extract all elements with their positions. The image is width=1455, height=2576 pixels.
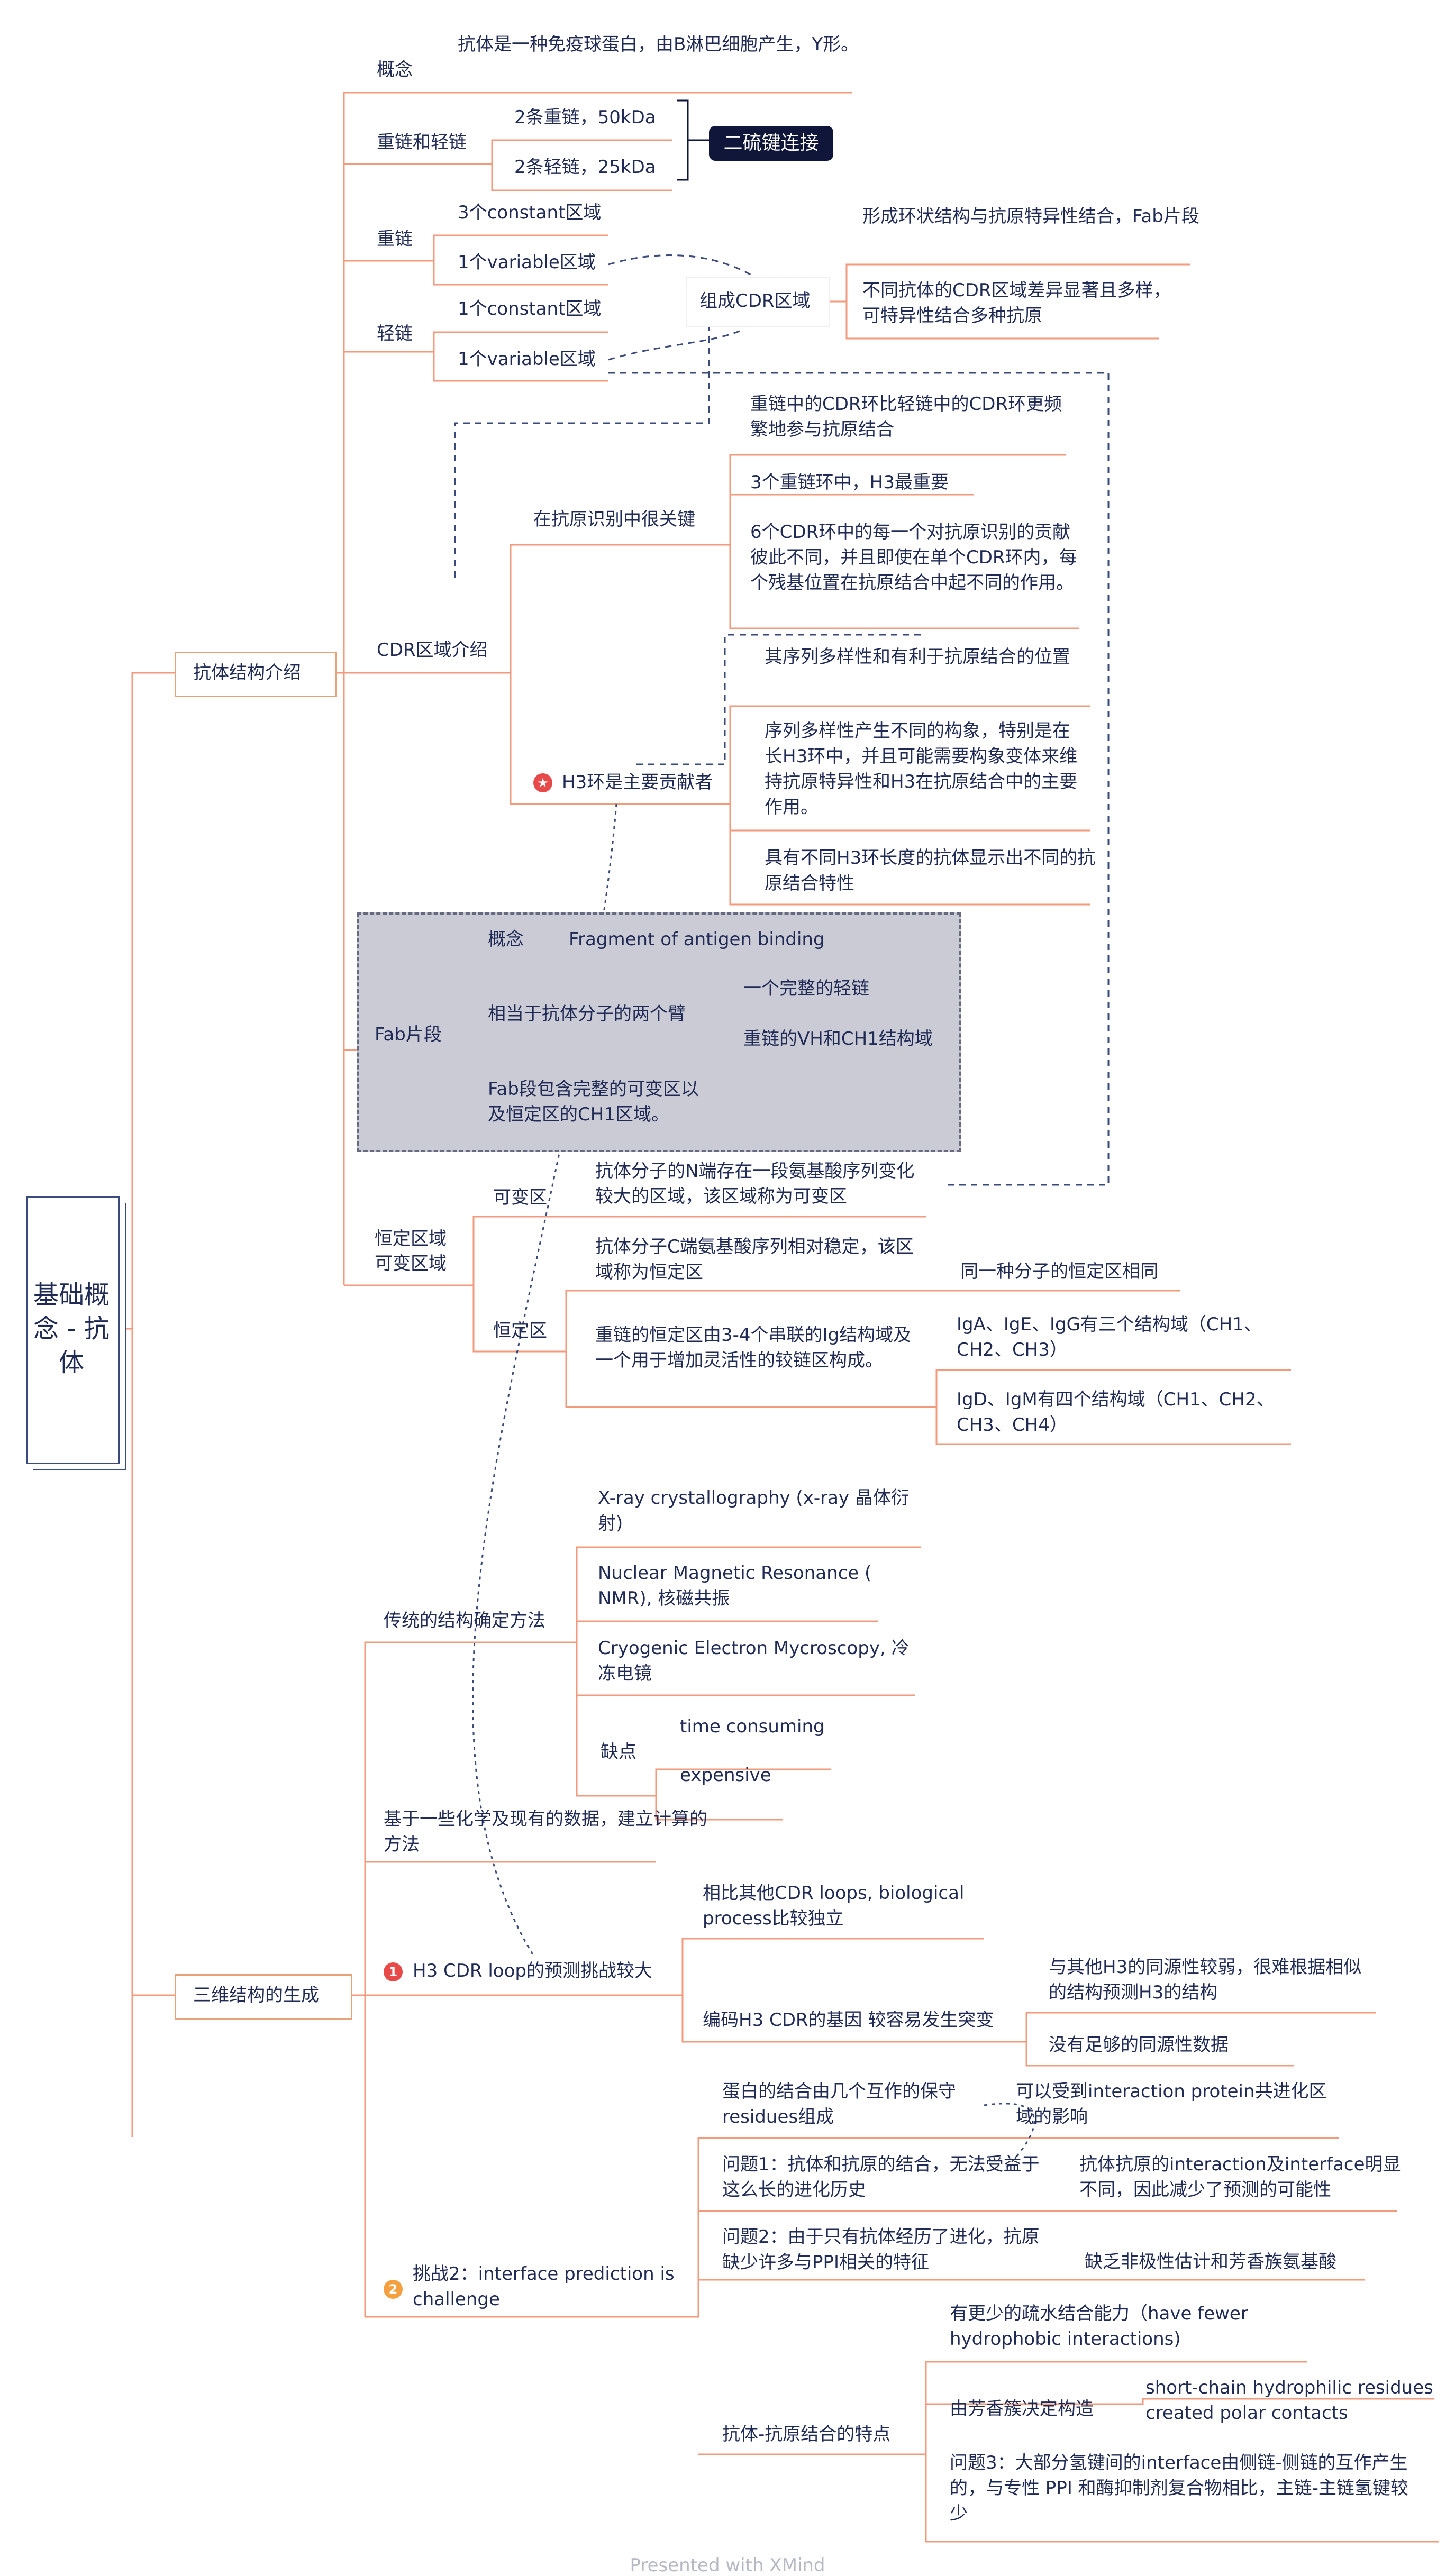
fab-contains[interactable]: Fab段包含完整的可变区以及恒定区的CH1区域。 [488, 1079, 699, 1125]
constant-region-t1-child[interactable]: 同一种分子的恒定区相同 [960, 1261, 1158, 1282]
h3-challenge-label[interactable]: H3 CDR loop的预测挑战较大 [413, 1960, 652, 1981]
root-node[interactable]: 基础概念 - 抗体 [26, 1196, 116, 1461]
traditional-label[interactable]: 传统的结构确定方法 [384, 1610, 545, 1631]
cons-time[interactable]: time consuming [680, 1716, 825, 1737]
h3-item-3[interactable]: 具有不同H3环长度的抗体显示出不同的抗原结合特性 [765, 847, 1096, 894]
root-title: 基础概念 - 抗体 [33, 1280, 110, 1377]
light-constant[interactable]: 1个constant区域 [458, 298, 602, 319]
root-node-frame [26, 1196, 120, 1464]
method-cryoem[interactable]: Cryogenic Electron Mycroscopy, 冷冻电镜 [598, 1638, 910, 1684]
h3-challenge-c2[interactable]: 编码H3 CDR的基因 较容易发生突变 [703, 2009, 994, 2031]
h3-c2-nodata[interactable]: 没有足够的同源性数据 [1049, 2034, 1229, 2056]
h3-challenge-c1[interactable]: 相比其他CDR loops, biological process比较独立 [703, 1883, 965, 1929]
h3-contributor-label[interactable]: H3环是主要贡献者 [562, 772, 713, 793]
cdr-key-item-2[interactable]: 3个重链环中，H3最重要 [750, 472, 949, 493]
h3-item-2[interactable]: 序列多样性产生不同的构象，特别是在长H3环中，并且可能需要构象变体来维持抗原特异… [765, 720, 1078, 818]
ch2-q2-child[interactable]: 缺乏非极性估计和芳香族氨基酸 [1085, 2251, 1336, 2272]
cdr-form-box[interactable] [686, 277, 830, 327]
cdr-intro-label[interactable]: CDR区域介绍 [377, 640, 488, 661]
h3-item-1[interactable]: 其序列多样性和有利于抗原结合的位置 [765, 646, 1070, 668]
star-icon: ★ [533, 773, 552, 792]
cdr-form-ring[interactable]: 形成环状结构与抗原特异性结合，Fab片段 [862, 206, 1199, 227]
ch2-q1[interactable]: 问题1：抗体和抗原的结合，无法受益于这么长的进化历史 [722, 2154, 1040, 2200]
chains-label[interactable]: 重链和轻链 [377, 132, 467, 153]
chem-method[interactable]: 基于一些化学及现有的数据，建立计算的方法 [384, 1808, 707, 1855]
ch2-q1-child[interactable]: 抗体抗原的interaction及interface明显不同，因此减少了预测的可… [1079, 2154, 1401, 2200]
fab-arms-label[interactable]: 相当于抗体分子的两个臂 [488, 1003, 686, 1025]
fab-concept-text[interactable]: Fragment of antigen binding [569, 929, 825, 950]
branch-structure-label: 抗体结构介绍 [193, 662, 301, 683]
branch-structure-box[interactable] [175, 652, 337, 697]
regions-label-2[interactable]: 可变区域 [375, 1253, 447, 1274]
constant-region-ig4[interactable]: IgD、IgM有四个结构域（CH1、CH2、CH3、CH4） [957, 1389, 1275, 1436]
cons-label[interactable]: 缺点 [601, 1741, 636, 1762]
fab-arms-heavy[interactable]: 重链的VH和CH1结构域 [743, 1028, 933, 1049]
feat-f2[interactable]: 由芳香簇决定构造 [950, 2398, 1094, 2419]
cdr-key-item-1[interactable]: 重链中的CDR环比轻链中的CDR环更频繁地参与抗原结合 [750, 394, 1062, 440]
disulfide-tag[interactable]: 二硫键连接 [709, 126, 833, 161]
branch-3d-label: 三维结构的生成 [193, 1985, 319, 2006]
chains-light[interactable]: 2条轻链，25kDa [514, 157, 656, 178]
feat-f1[interactable]: 有更少的疏水结合能力（have fewer hydrophobic intera… [950, 2303, 1248, 2350]
cdr-form-label: 组成CDR区域 [699, 290, 811, 312]
method-xray[interactable]: X-ray crystallography (x-ray 晶体衍射) [598, 1487, 909, 1534]
cdr-key-item-3[interactable]: 6个CDR环中的每一个对抗原识别的贡献彼此不同，并且即使在单个CDR环内，每个残… [750, 522, 1077, 593]
challenge2-label[interactable]: 挑战2：interface prediction is challenge [413, 2263, 675, 2310]
constant-region-t2[interactable]: 重链的恒定区由3-4个串联的Ig结构域及一个用于增加灵活性的铰链区构成。 [595, 1324, 912, 1371]
branch-3d-box[interactable] [175, 1974, 352, 2020]
chains-heavy[interactable]: 2条重链，50kDa [514, 107, 656, 128]
heavy-constant[interactable]: 3个constant区域 [458, 202, 602, 223]
cdr-form-diff[interactable]: 不同抗体的CDR区域差异显著且多样，可特异性结合多种抗原 [862, 280, 1171, 326]
feat-label[interactable]: 抗体-抗原结合的特点 [722, 2424, 891, 2445]
constant-region-ig3[interactable]: IgA、IgE、IgG有三个结构域（CH1、CH2、CH3） [957, 1314, 1262, 1360]
badge-1-icon: 1 [384, 1962, 403, 1981]
ch2-a-child[interactable]: 可以受到interaction protein共进化区域的影响 [1016, 2081, 1327, 2127]
heavy-label[interactable]: 重链 [377, 229, 413, 250]
regions-label-1[interactable]: 恒定区域 [375, 1228, 447, 1249]
constant-region-label[interactable]: 恒定区 [493, 1320, 547, 1341]
cons-expensive[interactable]: expensive [680, 1765, 771, 1786]
variable-region-label[interactable]: 可变区 [493, 1187, 547, 1208]
h3-c2-homology[interactable]: 与其他H3的同源性较弱，很难根据相似的结构预测H3的结构 [1049, 1957, 1362, 2003]
footer-credit: Presented with XMind [630, 2555, 825, 2576]
feat-f3[interactable]: 问题3：大部分氢键间的interface由侧链-侧链的互作产生的，与专性 PPI… [950, 2452, 1408, 2524]
fab-concept-label[interactable]: 概念 [488, 929, 524, 950]
method-nmr[interactable]: Nuclear Magnetic Resonance ( NMR), 核磁共振 [598, 1563, 872, 1609]
heavy-variable[interactable]: 1个variable区域 [458, 252, 596, 273]
concept-text[interactable]: 抗体是一种免疫球蛋白，由B淋巴细胞产生，Y形。 [458, 34, 859, 55]
variable-region-text[interactable]: 抗体分子的N端存在一段氨基酸序列变化较大的区域，该区域称为可变区 [595, 1161, 915, 1207]
ch2-a[interactable]: 蛋白的结合由几个互作的保守residues组成 [722, 2081, 956, 2127]
fab-arms-light[interactable]: 一个完整的轻链 [743, 978, 869, 999]
light-label[interactable]: 轻链 [377, 323, 413, 344]
feat-f2-child[interactable]: short-chain hydrophilic residues created… [1145, 2377, 1433, 2424]
fab-group-background [357, 912, 961, 1152]
ch2-q2[interactable]: 问题2：由于只有抗体经历了进化，抗原缺少许多与PPI相关的特征 [722, 2226, 1040, 2273]
constant-region-t1[interactable]: 抗体分子C端氨基酸序列相对稳定，该区域称为恒定区 [595, 1236, 914, 1283]
fab-label[interactable]: Fab片段 [375, 1024, 442, 1045]
light-variable[interactable]: 1个variable区域 [458, 349, 596, 370]
badge-2-icon: 2 [384, 2280, 403, 2299]
cdr-key-label[interactable]: 在抗原识别中很关键 [533, 509, 695, 530]
concept-label[interactable]: 概念 [377, 59, 413, 80]
